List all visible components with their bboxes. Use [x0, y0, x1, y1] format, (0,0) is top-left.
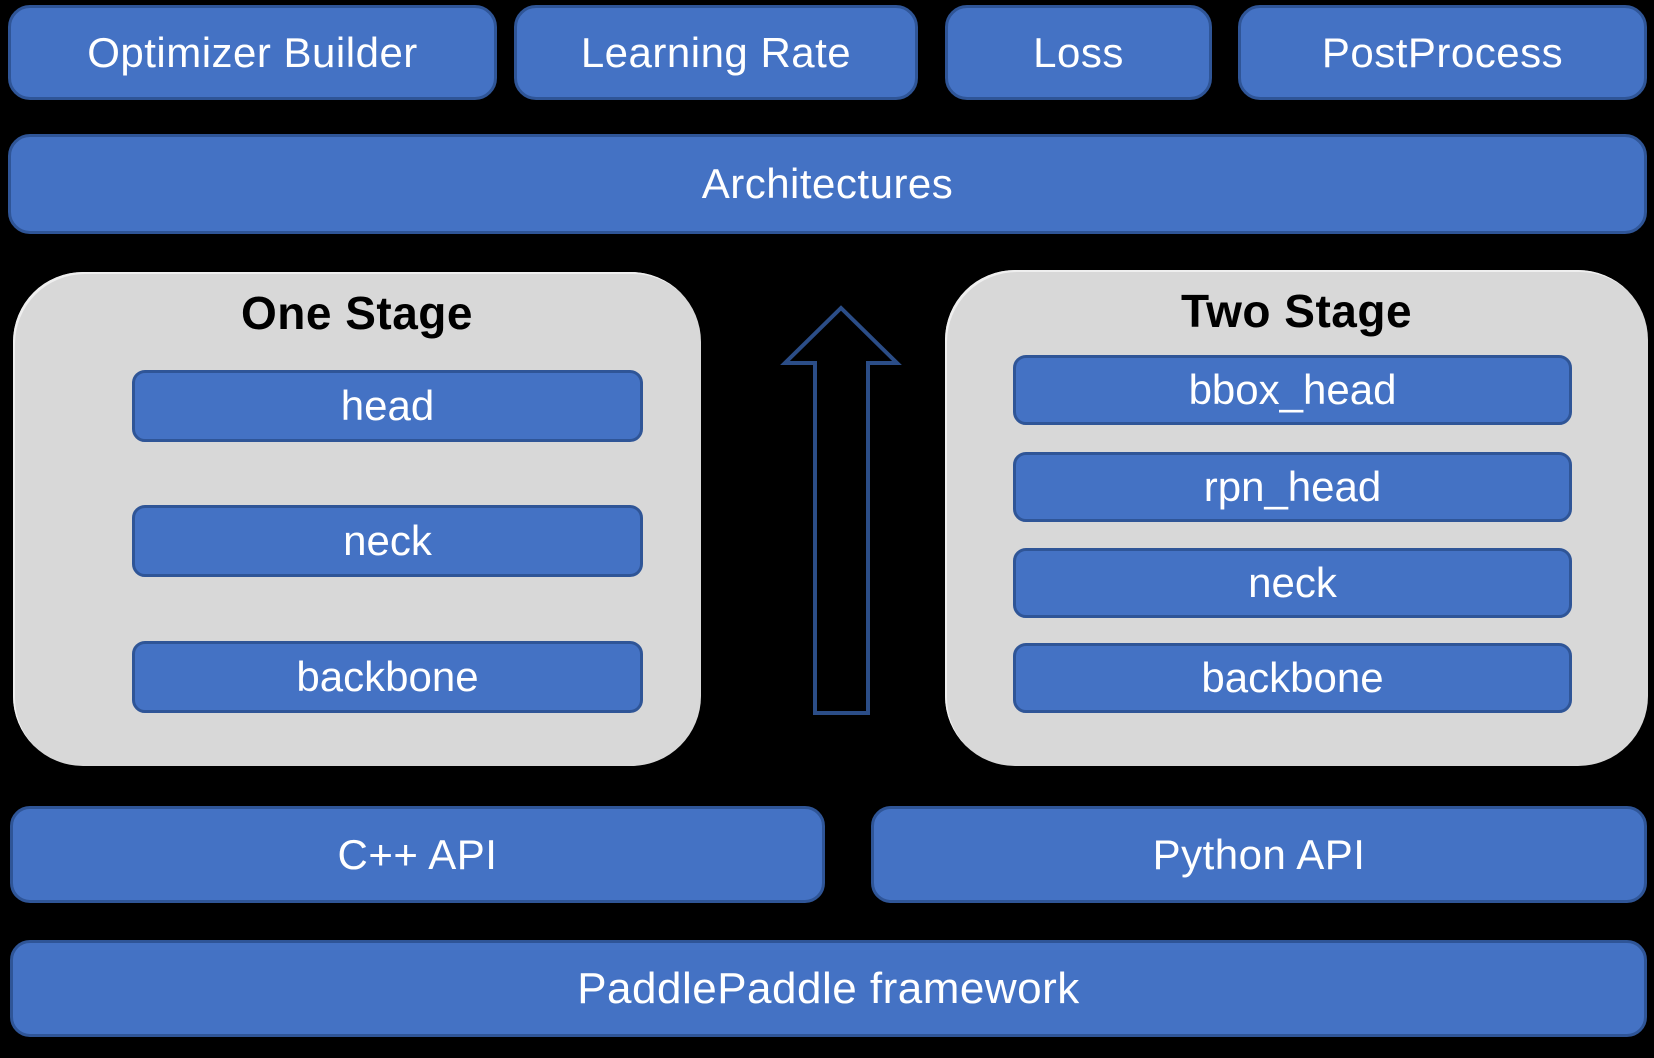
architectures-label: Architectures — [701, 160, 954, 207]
cpp-api-bar: C++ API — [10, 806, 825, 903]
two-stage-backbone-layer: backbone — [1013, 643, 1572, 713]
cpp-api-label: C++ API — [337, 830, 498, 878]
two-stage-bbox-head-layer: bbox_head — [1013, 355, 1572, 425]
postprocess-label: PostProcess — [1321, 28, 1564, 76]
one-stage-panel: One Stage head neck backbone — [13, 272, 701, 766]
postprocess-box: PostProcess — [1238, 5, 1647, 100]
two-stage-bbox-head-label: bbox_head — [1188, 366, 1397, 413]
one-stage-title: One Stage — [240, 287, 473, 339]
learning-rate-box: Learning Rate — [514, 5, 918, 100]
one-stage-backbone-layer: backbone — [132, 641, 643, 713]
learning-rate-label: Learning Rate — [580, 28, 852, 76]
one-stage-backbone-label: backbone — [296, 653, 479, 700]
two-stage-neck-label: neck — [1248, 559, 1337, 606]
optimizer-builder-label: Optimizer Builder — [87, 28, 418, 76]
python-api-bar: Python API — [871, 806, 1647, 903]
two-stage-neck-layer: neck — [1013, 548, 1572, 618]
two-stage-rpn-head-label: rpn_head — [1203, 463, 1382, 510]
one-stage-neck-layer: neck — [132, 505, 643, 577]
loss-label: Loss — [1033, 28, 1124, 76]
python-api-label: Python API — [1152, 830, 1366, 878]
loss-box: Loss — [945, 5, 1212, 100]
one-stage-head-label: head — [340, 382, 435, 429]
one-stage-neck-label: neck — [343, 517, 432, 564]
two-stage-panel: Two Stage bbox_head rpn_head neck backbo… — [945, 270, 1648, 766]
two-stage-title: Two Stage — [1180, 285, 1413, 337]
one-stage-head-layer: head — [132, 370, 643, 442]
optimizer-builder-box: Optimizer Builder — [8, 5, 497, 100]
paddlepaddle-framework-bar: PaddlePaddle framework — [10, 940, 1647, 1037]
two-stage-rpn-head-layer: rpn_head — [1013, 452, 1572, 522]
architectures-bar: Architectures — [8, 134, 1647, 234]
two-stage-backbone-label: backbone — [1201, 654, 1384, 701]
paddlepaddle-framework-label: PaddlePaddle framework — [577, 963, 1080, 1013]
